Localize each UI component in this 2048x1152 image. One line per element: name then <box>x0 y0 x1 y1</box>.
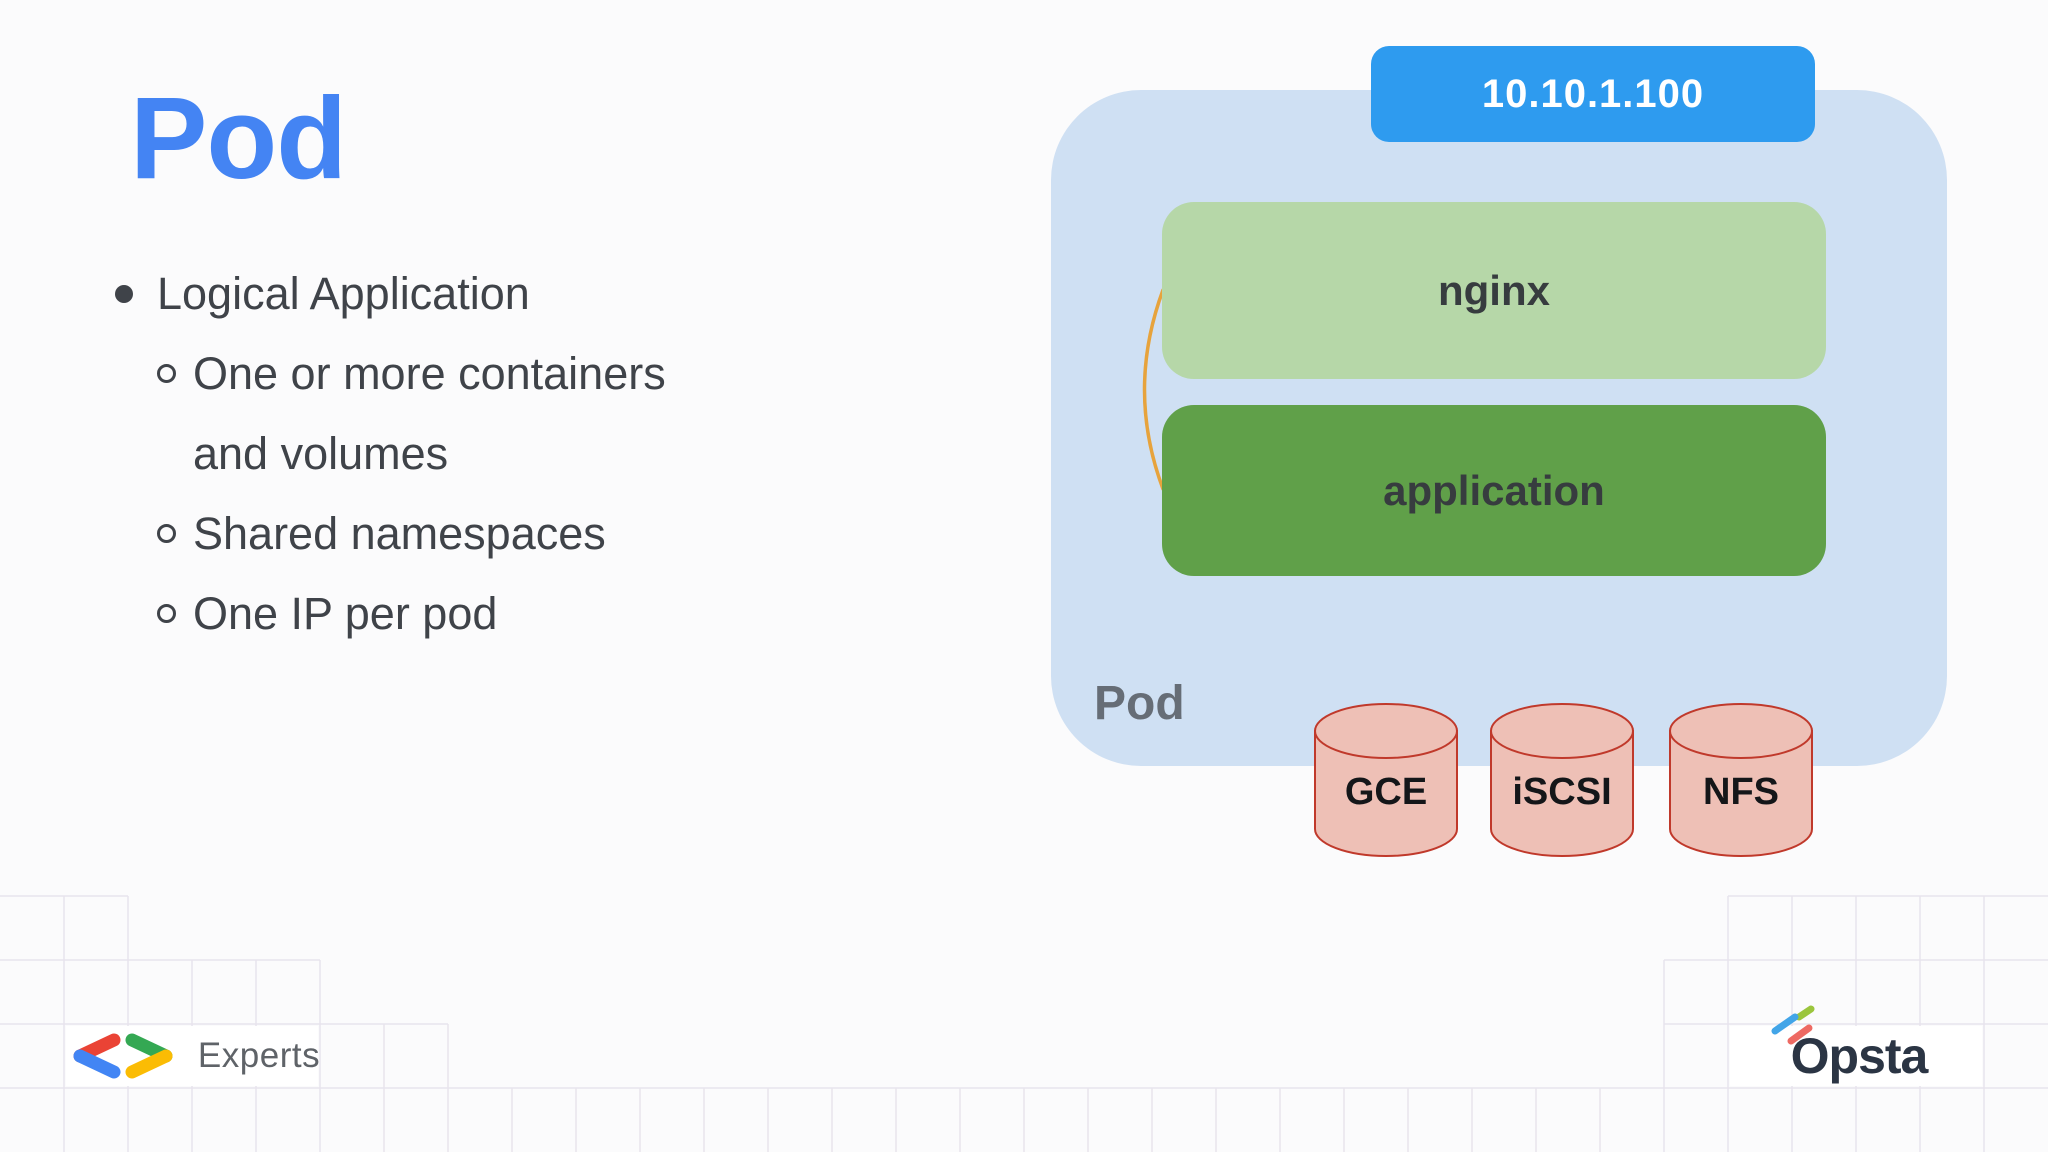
bullet-sub-text: One IP per pod <box>193 588 498 639</box>
ip-address-badge: 10.10.1.100 <box>1371 46 1815 142</box>
cylinder-icon <box>1669 703 1813 857</box>
code-chevrons-icon <box>73 1033 173 1079</box>
application-container-box: application <box>1162 405 1826 576</box>
bullet-sub-text: One or more containers and volumes <box>193 348 666 479</box>
list-item: Logical Application <box>0 254 760 334</box>
volume-label: GCE <box>1344 771 1428 813</box>
bullet-list: Logical Application One or more containe… <box>0 254 760 654</box>
volume-cylinder-iscsi: iSCSI <box>1488 701 1636 859</box>
bullet-sub-text: Shared namespaces <box>193 508 606 559</box>
experts-logo-cell: Experts <box>64 1026 320 1086</box>
nginx-container-box: nginx <box>1162 202 1826 379</box>
list-item: One IP per pod <box>0 574 760 654</box>
page-title: Pod <box>130 73 347 203</box>
opsta-label: Opsta <box>1790 1028 1929 1084</box>
bullet-circle-icon <box>157 364 176 383</box>
bullet-dot-icon <box>115 285 133 303</box>
opsta-logo: Opsta <box>1771 1005 1929 1085</box>
list-item: One or more containers and volumes <box>0 334 760 494</box>
opsta-speed-dashes-icon <box>1771 1005 1815 1045</box>
pod-label: Pod <box>1094 677 1185 730</box>
google-developer-experts-logo: Experts <box>64 1030 320 1082</box>
volume-cylinder-gce: GCE <box>1312 701 1460 859</box>
bullet-circle-icon <box>157 604 176 623</box>
opsta-logo-cell: Opsta <box>1730 1005 1982 1086</box>
bullet-main-text: Logical Application <box>157 268 530 319</box>
volume-label: NFS <box>1703 771 1779 813</box>
cylinder-icon <box>1490 703 1634 857</box>
volume-cylinder-nfs: NFS <box>1667 701 1815 859</box>
volume-label: iSCSI <box>1512 771 1612 813</box>
list-item: Shared namespaces <box>0 494 760 574</box>
cylinder-icon <box>1314 703 1458 857</box>
bullet-circle-icon <box>157 524 176 543</box>
experts-label: Experts <box>197 1036 321 1075</box>
